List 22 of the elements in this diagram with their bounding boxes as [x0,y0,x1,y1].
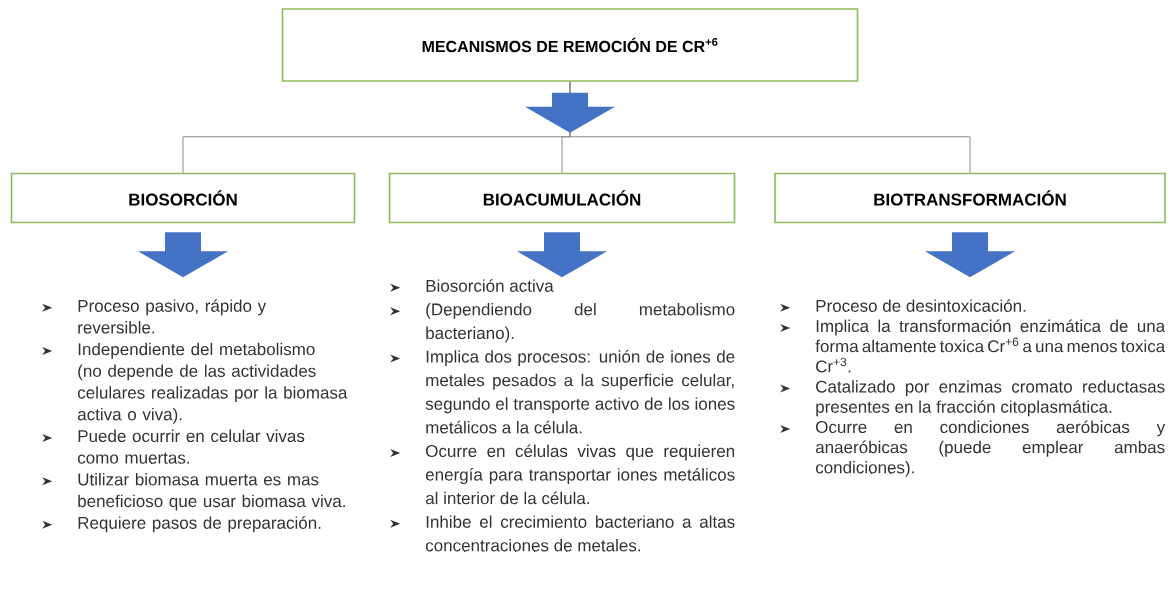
block-arrow [925,232,1015,278]
block-arrow [517,232,607,278]
bullet-text: Ocurre en células vivas que requieren energía para transportar iones metálicos al interior de la célula. [425,444,735,505]
bullet-text: Inhibe el crecimiento bacteriano a altas concentraciones de metales. [425,515,735,552]
bullet-text: Implica dos procesos: unión de iones de metales pesados a la superficie celular, segundo el transporte activo de los iones metálicos a la célula. [425,350,735,434]
heading-box: BIOACUMULACIÓN [388,172,736,224]
heading-box: BIOSORCIÓN [10,172,356,224]
bullet-text: Requiere pasos de preparación. [78,516,321,533]
bullet-text: Proceso de desintoxicación. [816,299,1026,312]
block-arrow [138,232,228,278]
bullet-text: Independiente del metabolismo (no depende de las actividades celulares realizadas por la biomasa activa o viva). [77,342,348,424]
heading-box: MECANISMOS DE REMOCIÓN DE CR$^{+6}$ [281,8,859,82]
bullet-text: Ocurre en condiciones aeróbicas y anaeróbicas (puede emplear ambas condiciones). [815,420,1166,477]
bullet-text: (Dependiendo del metabolismo bacteriano). [426,303,735,343]
bullet-text: Implica la transformación enzimática de una forma altamente toxica Cr$^{+6}$ a una menos toxica Cr$^{+3}$. [815,319,1166,373]
bullet-text: Puede ocurrir en celular vivas como muertas. [77,429,305,464]
bullet-text: Biosorción activa [426,279,554,292]
bullet-text: Catalizado por enzimas cromato reductasas presentes en la fracción citoplasmática. [816,380,1165,417]
connector-line [569,81,971,174]
heading-box: BIOTRANSFORMACIÓN [774,172,1166,224]
bullet-text: Proceso pasivo, rápido y reversible. [78,299,267,334]
bullet-text: Utilizar biomasa muerta es mas beneficioso que usar biomasa viva. [78,473,345,511]
